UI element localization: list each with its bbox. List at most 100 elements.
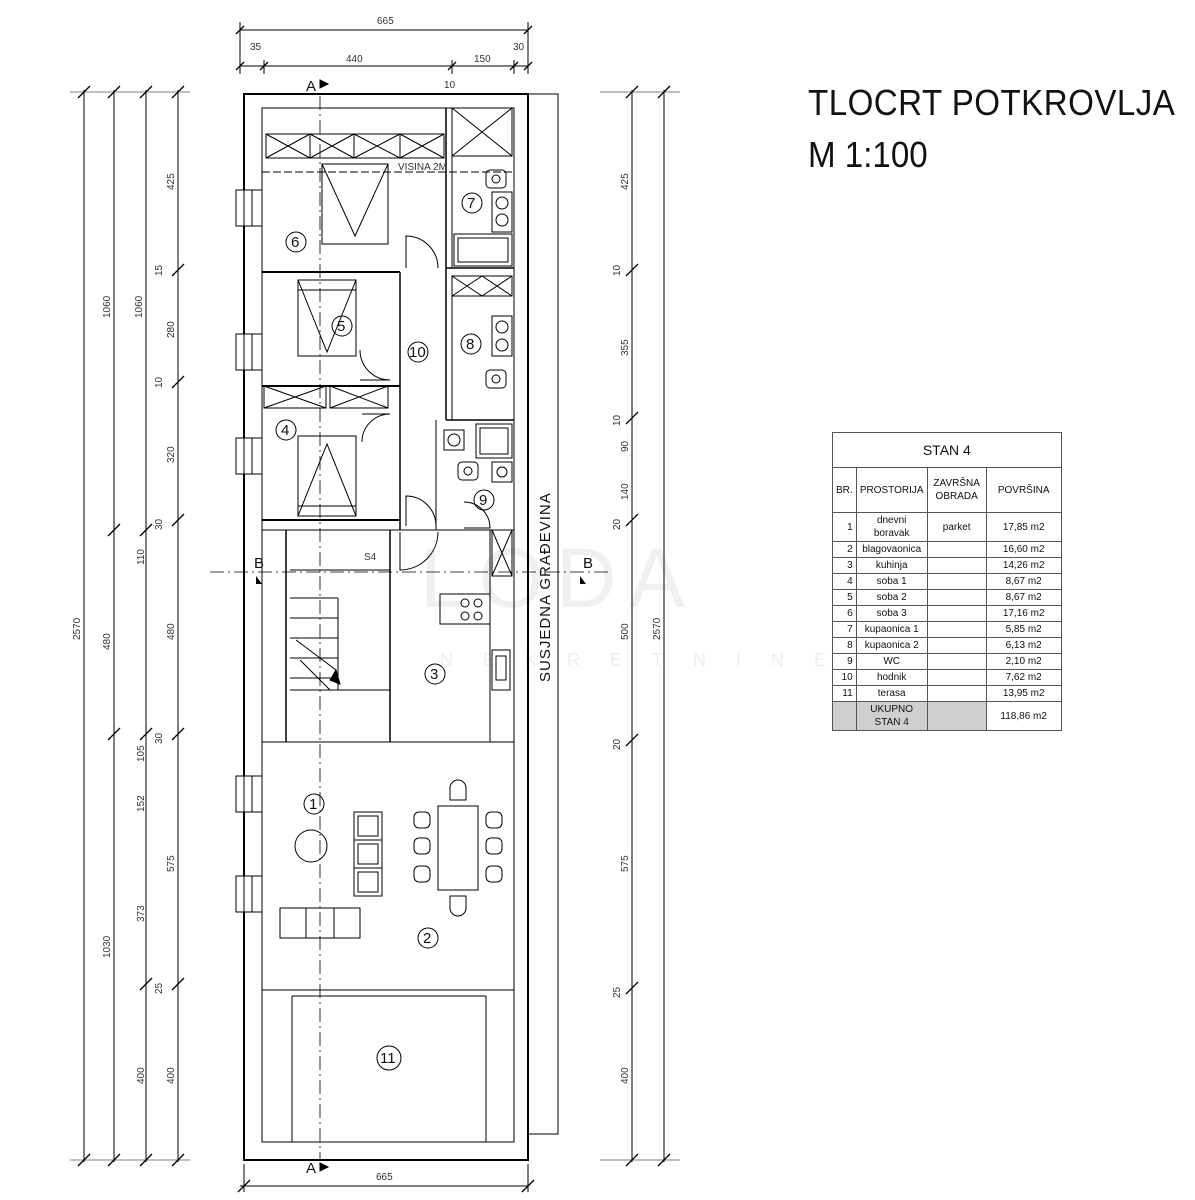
row-room: hodnik (855, 669, 928, 686)
room-10: 10 (409, 344, 426, 361)
section-lines (210, 96, 610, 1160)
building-walls (243, 93, 559, 1161)
dim-r-20a: 20 (612, 518, 623, 530)
plan-scale: M 1:100 (808, 134, 928, 175)
watermark: LODA (420, 531, 697, 625)
room-5: 5 (337, 318, 345, 335)
row-area: 17,16 m2 (985, 605, 1062, 622)
row-finish (926, 605, 987, 622)
kitchen-units (439, 593, 511, 691)
neighbor-label: SUSJEDNA GRAĐEVINA (537, 492, 554, 682)
section-b-right: B (583, 555, 593, 572)
dim-r-90: 90 (620, 440, 631, 452)
row-finish (926, 573, 987, 590)
dim-373: 373 (136, 905, 147, 922)
dim-30b: 30 (154, 732, 165, 744)
row-no: 10 (832, 669, 857, 686)
row-no: 5 (832, 589, 857, 606)
dim-400b: 400 (166, 1067, 177, 1084)
room-8: 8 (466, 336, 474, 353)
row-room: soba 2 (855, 589, 928, 606)
living-furniture (279, 779, 503, 939)
dim-152: 152 (136, 795, 147, 812)
dim-25: 25 (154, 982, 165, 994)
row-area: 17,85 m2 (985, 512, 1062, 542)
row-room: kupaonica 1 (855, 621, 928, 638)
dim-r-400: 400 (620, 1067, 631, 1084)
dim-top-c: 150 (474, 54, 491, 65)
room-1: 1 (309, 796, 317, 813)
row-finish (926, 557, 987, 574)
table-row: 9 WC 2,10 m2 (832, 653, 1062, 670)
dim-r-355: 355 (620, 339, 631, 356)
table-row: 11 terasa 13,95 m2 (832, 685, 1062, 702)
dim-r-575: 575 (620, 855, 631, 872)
room-7: 7 (467, 195, 475, 212)
row-room: blagovaonica (855, 541, 928, 558)
row-room: kupaonica 2 (855, 637, 928, 654)
dim-r-425: 425 (620, 173, 631, 190)
table-row: 1 dnevni boravak parket 17,85 m2 (832, 512, 1062, 542)
top-dimensions (235, 22, 533, 74)
right-dim-labels: 425 10 355 10 90 140 20 500 20 575 25 40… (612, 173, 631, 1084)
dim-r-140: 140 (620, 483, 631, 500)
dim-425: 425 (166, 173, 177, 190)
bathroom-fixtures (443, 169, 513, 483)
row-no: 2 (832, 541, 857, 558)
dim-right-total: 2570 (652, 617, 663, 640)
row-finish (926, 669, 987, 686)
watermark-subtitle: NEKRETNINE (440, 650, 857, 670)
dim-left-mid: 480 (102, 633, 113, 650)
section-a-top: A (306, 78, 316, 95)
beds (297, 163, 389, 517)
row-finish (926, 653, 987, 670)
dim-top-a: 35 (250, 42, 262, 53)
table-title: STAN 4 (832, 432, 1062, 468)
section-a-bottom: A (306, 1160, 316, 1177)
room-11: 11 (380, 1050, 396, 1067)
row-room: dnevni boravak (855, 512, 928, 542)
row-finish (926, 637, 987, 654)
dim-top-b: 440 (346, 54, 363, 65)
header-no: BR. (832, 467, 857, 513)
dim-r-10a: 10 (612, 264, 623, 276)
dim-280: 280 (166, 321, 177, 338)
table-row: 3 kuhinja 14,26 m2 (832, 557, 1062, 574)
windows (235, 189, 263, 913)
dim-480: 480 (166, 623, 177, 640)
dim-10: 10 (154, 376, 165, 388)
row-finish (926, 541, 987, 558)
total-area: 118,86 m2 (985, 701, 1062, 731)
room-3: 3 (430, 666, 438, 683)
dim-left-total: 2570 (72, 617, 83, 640)
row-area: 6,13 m2 (985, 637, 1062, 654)
section-b-left: B (254, 555, 264, 572)
row-room: soba 1 (855, 573, 928, 590)
dim-320: 320 (166, 446, 177, 463)
row-finish (926, 685, 987, 702)
staircase (290, 569, 390, 691)
right-dimensions (600, 85, 680, 1167)
total-label: UKUPNO STAN 4 (855, 701, 928, 731)
dim-r-10b: 10 (612, 414, 623, 426)
row-area: 5,85 m2 (985, 621, 1062, 638)
table-row: 10 hodnik 7,62 m2 (832, 669, 1062, 686)
room-6: 6 (291, 234, 299, 251)
row-room: kuhinja (855, 557, 928, 574)
bottom-dimension (237, 1164, 535, 1193)
row-room: terasa (855, 685, 928, 702)
dim-30a: 30 (154, 518, 165, 530)
row-finish (926, 621, 987, 638)
row-room: WC (855, 653, 928, 670)
row-no: 4 (832, 573, 857, 590)
dim-top-d: 30 (513, 42, 525, 53)
dim-575: 575 (166, 855, 177, 872)
dim-110: 110 (136, 549, 147, 565)
row-no: 1 (832, 512, 857, 542)
row-area: 16,60 m2 (985, 541, 1062, 558)
table-row: 2 blagovaonica 16,60 m2 (832, 541, 1062, 558)
row-room: soba 3 (855, 605, 928, 622)
row-finish: parket (926, 512, 987, 542)
row-area: 13,95 m2 (985, 685, 1062, 702)
dim-r-25: 25 (612, 986, 623, 998)
